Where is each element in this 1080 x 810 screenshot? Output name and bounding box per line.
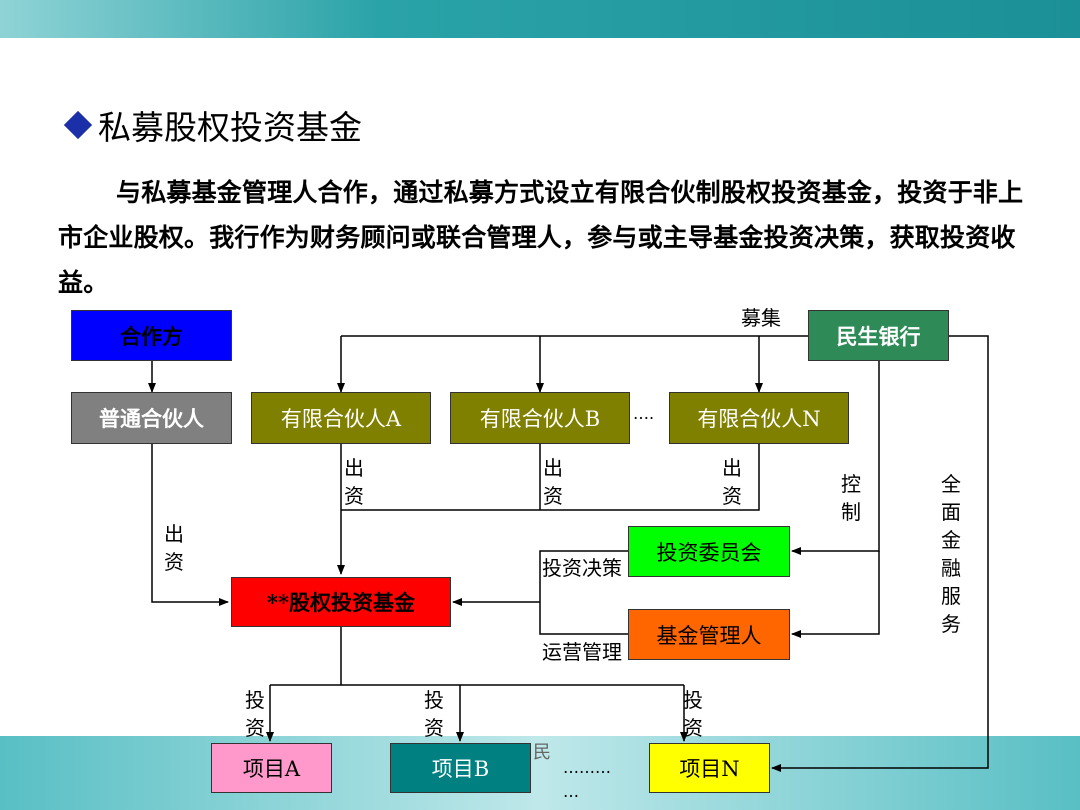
invest-a-label: 投资 (245, 688, 265, 740)
edge-gp-fund (151, 444, 229, 606)
description-paragraph: 与私募基金管理人合作，通过私募方式设立有限合伙制股权投资基金，投资于非上市企业股… (58, 178, 1024, 297)
partner-node: 合作方 (71, 310, 232, 361)
control-label: 控制 (841, 472, 861, 524)
limited-partner-a-node: 有限合伙人A (251, 392, 431, 444)
project-a-node: 项目A (211, 743, 332, 793)
operation-management-label: 运营管理 (542, 640, 622, 664)
lp-dots-label: …. (633, 404, 655, 423)
lp-a-contribute-label: 出资 (344, 456, 364, 508)
limited-partner-n-node: 有限合伙人N (669, 392, 849, 444)
bottom-banner (0, 736, 1080, 810)
project-dots-label: ……… … (563, 758, 611, 801)
bank-logo-icon: 民 (533, 742, 551, 763)
equity-fund-node: **股权投资基金 (231, 577, 451, 627)
heading-text: 私募股权投资基金 (98, 108, 362, 147)
lp-n-contribute-label: 出资 (722, 456, 742, 508)
project-b-node: 项目B (390, 743, 531, 793)
edge-bank-service (771, 335, 989, 772)
edge-bank-manager (791, 551, 880, 638)
fund-manager-node: 基金管理人 (628, 609, 790, 660)
invest-n-label: 投资 (683, 688, 703, 740)
project-n-node: 项目N (649, 743, 770, 793)
invest-b-label: 投资 (424, 688, 444, 740)
edge-committee-decision (539, 550, 628, 635)
lp-b-contribute-label: 出资 (543, 456, 563, 508)
top-banner (0, 0, 1080, 38)
gp-contribute-label: 出资 (164, 522, 184, 574)
limited-partner-b-node: 有限合伙人B (450, 392, 630, 444)
edge-lp-n-contribute (341, 444, 760, 511)
investment-decision-label: 投资决策 (542, 556, 622, 580)
full-service-label: 全面金融服务 (941, 472, 961, 636)
edge-bank-committee (791, 361, 880, 555)
slide-heading: 私募股权投资基金 (62, 100, 362, 150)
bank-node: 民生银行 (808, 310, 949, 361)
general-partner-node: 普通合伙人 (71, 392, 232, 444)
raise-label: 募集 (741, 306, 781, 330)
investment-committee-node: 投资委员会 (628, 526, 790, 577)
